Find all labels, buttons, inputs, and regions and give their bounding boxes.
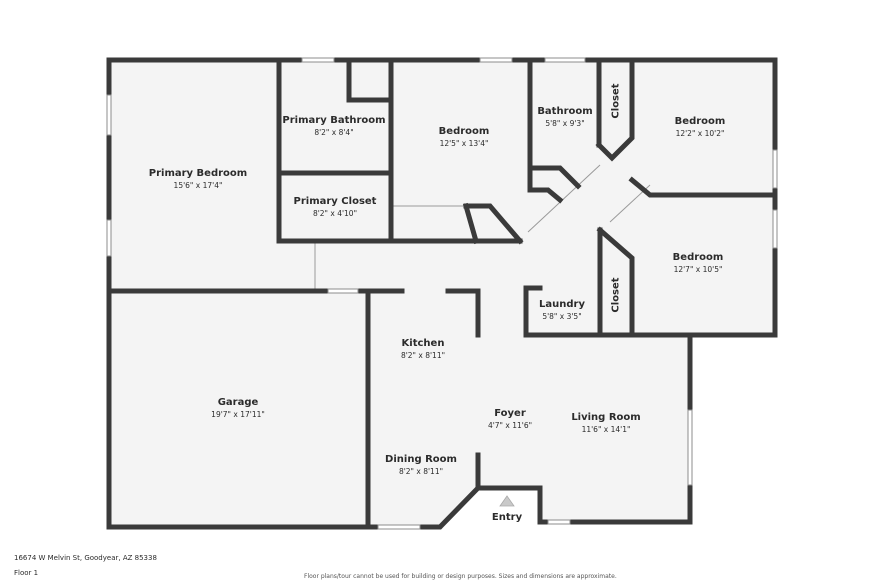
address-text: 16674 W Melvin St, Goodyear, AZ 85338 [14, 554, 157, 562]
disclaimer-text: Floor plans/tour cannot be used for buil… [304, 573, 617, 580]
windows [106, 57, 778, 530]
room-label-bedroom-east: Bedroom 12'7" x 10'5" [673, 252, 724, 276]
floor-fill [109, 60, 775, 527]
room-dimensions: 4'7" x 11'6" [487, 421, 533, 430]
room-label-garage: Garage 19'7" x 17'11" [211, 397, 265, 421]
room-label-foyer: Foyer 4'7" x 11'6" [488, 408, 532, 432]
room-dimensions: 5'8" x 3'5" [542, 312, 582, 321]
room-label-primary-closet: Primary Closet 8'2" x 4'10" [294, 196, 377, 220]
room-name: Primary Bathroom [282, 115, 386, 126]
room-label-laundry: Laundry 5'8" x 3'5" [539, 299, 585, 323]
room-label-bedroom-center: Bedroom 12'5" x 13'4" [439, 126, 490, 150]
room-dimensions: 12'7" x 10'5" [673, 265, 723, 274]
room-label-dining-room: Dining Room 8'2" x 8'11" [385, 454, 457, 478]
room-name: Foyer [494, 408, 526, 419]
entry-label: Entry [491, 512, 523, 523]
room-dimensions: 8'2" x 8'4" [314, 128, 354, 137]
room-dimensions: 15'6" x 17'4" [173, 181, 223, 190]
closet-label-bottom: Closet [610, 277, 622, 313]
floor-label: Floor 1 [14, 569, 39, 577]
room-name: Primary Bedroom [148, 168, 248, 179]
room-dimensions: 8'2" x 4'10" [312, 209, 358, 218]
walls [106, 57, 778, 530]
room-dimensions: 12'5" x 13'4" [439, 139, 489, 148]
closet-label-top: Closet [610, 83, 622, 119]
room-label-primary-bathroom: Primary Bathroom 8'2" x 8'4" [282, 115, 385, 139]
room-label-living-room: Living Room 11'6" x 14'1" [571, 412, 640, 436]
room-name: Garage [217, 397, 259, 408]
room-label-bedroom-northeast: Bedroom 12'2" x 10'2" [675, 116, 726, 140]
room-name: Bedroom [438, 126, 490, 137]
room-label-bathroom: Bathroom 5'8" x 9'3" [537, 106, 592, 130]
room-label-primary-bedroom: Primary Bedroom 15'6" x 17'4" [149, 168, 247, 192]
room-label-kitchen: Kitchen 8'2" x 8'11" [401, 338, 445, 362]
room-name: Primary Closet [293, 196, 377, 207]
room-dimensions: 12'2" x 10'2" [675, 129, 725, 138]
room-name: Bedroom [674, 116, 726, 127]
room-dimensions: 11'6" x 14'1" [581, 425, 631, 434]
room-name: Bedroom [672, 252, 724, 263]
entry-arrow-icon [499, 495, 515, 507]
room-dimensions: 8'2" x 8'11" [400, 351, 446, 360]
room-name: Laundry [539, 299, 585, 310]
room-dimensions: 5'8" x 9'3" [545, 119, 585, 128]
room-dimensions: 19'7" x 17'11" [211, 410, 265, 419]
room-name: Dining Room [385, 454, 457, 465]
room-name: Kitchen [401, 338, 445, 349]
room-name: Living Room [571, 412, 641, 423]
room-name: Bathroom [537, 106, 593, 117]
room-dimensions: 8'2" x 8'11" [398, 467, 444, 476]
